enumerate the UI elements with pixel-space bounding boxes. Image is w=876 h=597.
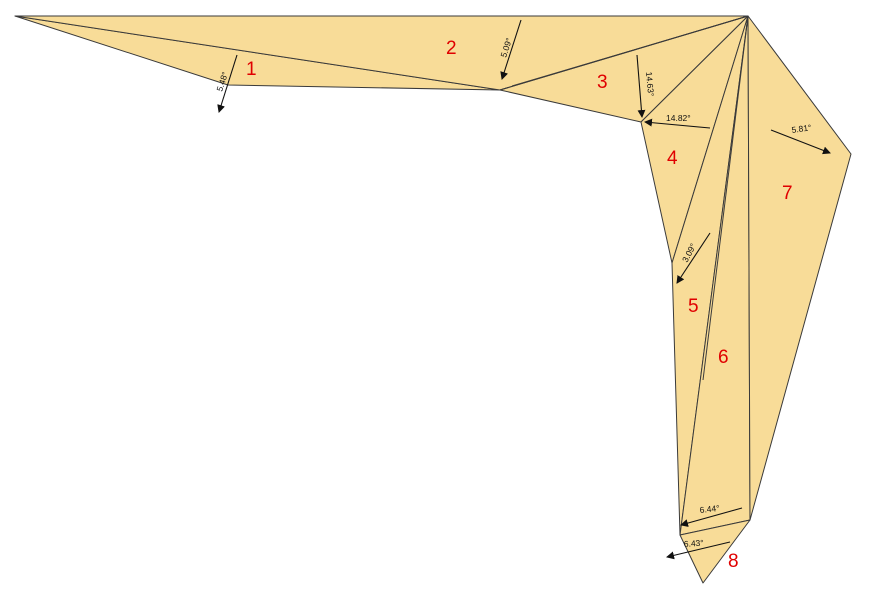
panel-8-face (679, 519, 751, 584)
panel-number-7: 7 (782, 183, 793, 204)
panel-number-2: 2 (446, 38, 457, 59)
angle-label-4: 14.82° (666, 113, 691, 123)
panel-number-8: 8 (728, 551, 739, 572)
angle-label-3: 14.63° (644, 71, 656, 96)
angle-label-8: 6.43° (683, 538, 704, 549)
crease-line (511, 15, 749, 87)
crease-lines (499, 15, 749, 381)
panel-number-6: 6 (718, 347, 729, 368)
panel-number-3: 3 (597, 72, 608, 93)
angle-arrow-1 (217, 54, 238, 113)
panels (14, 15, 852, 584)
angle-arrow-2 (500, 19, 522, 80)
angle-arrow-5 (676, 232, 711, 284)
angle-arrow-7 (680, 507, 743, 527)
angle-label-6: 5.81° (791, 122, 812, 135)
angle-arrow-8 (666, 541, 731, 560)
panel-number-5: 5 (688, 296, 699, 317)
angle-arrow-6 (770, 129, 831, 155)
panel-number-4: 4 (667, 148, 678, 169)
crease-line (702, 15, 749, 381)
angle-arrows (217, 19, 831, 560)
angle-arrow-4 (644, 118, 711, 129)
panel-7-face (747, 15, 852, 521)
angle-label-7: 6.44° (699, 503, 720, 515)
angle-arrow-3 (636, 54, 646, 118)
panel-number-1: 1 (246, 59, 257, 80)
panel-numbers: 1 2 3 4 5 6 7 8 (246, 38, 793, 572)
